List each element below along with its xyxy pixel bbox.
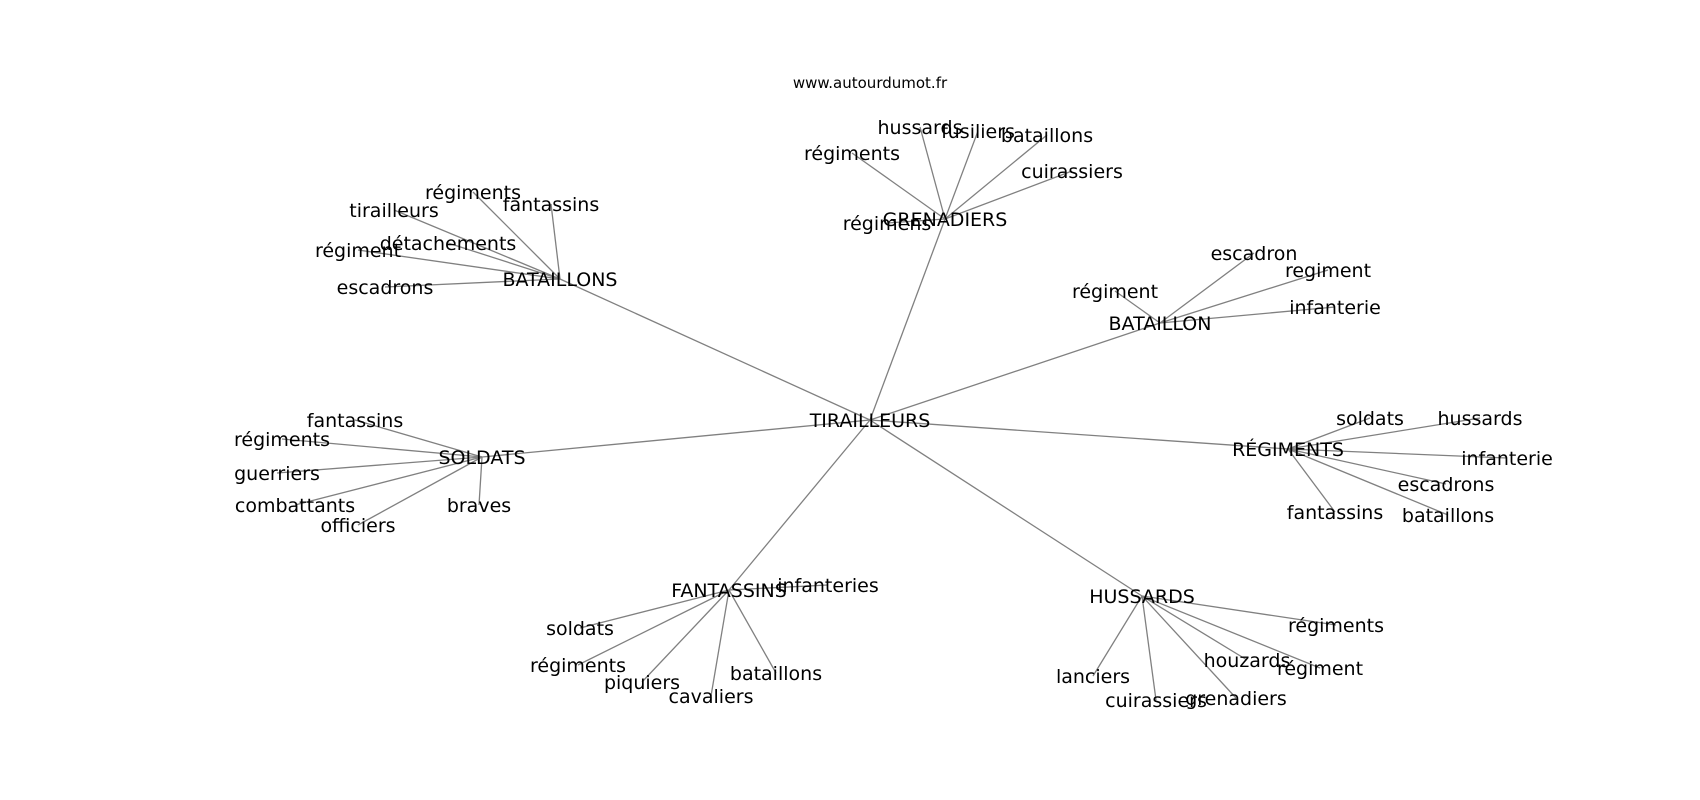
edge-0-4 (944, 170, 1073, 220)
leaf-node-label: régiments (804, 143, 900, 165)
leaf-node-label: soldats (546, 618, 614, 640)
leaf-node-label: tirailleurs (349, 200, 438, 222)
leaf-node-label: escadrons (1398, 474, 1495, 496)
leaf-node-label: grenadiers (1185, 688, 1287, 710)
leaf-node-label: régiments (530, 655, 626, 677)
cluster-node-label: SOLDATS (438, 447, 525, 469)
leaf-node-label: lanciers (1056, 666, 1130, 688)
edge-5-1 (579, 589, 730, 629)
leaf-node-label: fantassins (503, 194, 599, 216)
edge-4-5 (1287, 448, 1449, 516)
edge-center-1 (559, 278, 871, 421)
edge-1-3 (447, 242, 561, 280)
center-node-label: TIRAILLEURS (809, 410, 931, 432)
edge-2-1 (1159, 269, 1329, 324)
edge-5-3 (641, 589, 730, 683)
edge-center-3 (481, 419, 871, 458)
cluster-node-label: BATAILLON (1109, 313, 1212, 335)
leaf-node-label: infanterie (1289, 297, 1381, 319)
leaf-node-label: fantassins (307, 410, 403, 432)
edge-4-4 (1287, 448, 1336, 513)
edge-1-1 (550, 203, 561, 280)
edge-1-2 (393, 209, 561, 280)
edge-2-3 (1159, 306, 1336, 324)
leaf-node-label: escadrons (337, 277, 434, 299)
edge-2-0 (1159, 252, 1255, 324)
edge-6-1 (1141, 595, 1248, 661)
leaf-node-label: régimens (843, 213, 932, 235)
watermark-text: www.autourdumot.fr (793, 74, 948, 92)
edge-4-3 (1287, 448, 1447, 485)
leaf-node-label: cuirassiers (1021, 161, 1123, 183)
edge-6-4 (1141, 595, 1157, 701)
leaf-node-label: régiment (1072, 281, 1158, 303)
leaf-node-label: guerriers (234, 463, 320, 485)
edge-5-2 (577, 589, 730, 666)
edge-center-5 (728, 419, 871, 591)
leaf-node-label: infanteries (777, 575, 879, 597)
leaf-node-label: régiment (315, 240, 401, 262)
edge-3-5 (478, 456, 483, 506)
leaf-node-label: détachements (380, 233, 517, 255)
leaf-node-label: régiments (234, 429, 330, 451)
leaf-node-label: bataillons (1001, 125, 1093, 147)
edge-6-3 (1092, 595, 1143, 677)
leaf-node-label: cavaliers (669, 686, 754, 708)
edge-0-1 (944, 130, 979, 220)
edge-center-4 (869, 419, 1289, 450)
edge-1-5 (384, 278, 561, 288)
edge-3-1 (281, 438, 483, 458)
edge-6-0 (1141, 595, 1337, 626)
leaf-node-label: fusiliers (941, 121, 1015, 143)
edge-0-2 (944, 134, 1048, 220)
leaf-node-label: houzards (1204, 650, 1291, 672)
leaf-node-label: regiment (1285, 260, 1371, 282)
edge-4-2 (1287, 448, 1508, 459)
edge-3-2 (276, 456, 483, 474)
edge-5-5 (728, 589, 777, 674)
edge-1-4 (357, 249, 561, 280)
edge-center-2 (869, 322, 1161, 421)
cluster-node-label: RÉGIMENTS (1232, 438, 1344, 461)
edge-4-0 (1287, 417, 1371, 450)
cluster-node-label: FANTASSINS (671, 580, 787, 602)
edge-3-3 (294, 456, 483, 506)
leaf-node-label: régiments (425, 182, 521, 204)
edge-3-0 (354, 419, 483, 458)
edge-6-5 (1141, 595, 1237, 699)
cluster-node-label: BATAILLONS (502, 269, 617, 291)
leaf-node-label: bataillons (1402, 505, 1494, 527)
edge-0-3 (851, 152, 946, 220)
leaf-node-label: hussards (878, 117, 963, 139)
leaf-node-label: fantassins (1287, 502, 1383, 524)
edge-0-5 (886, 218, 946, 224)
leaf-node-label: hussards (1438, 408, 1523, 430)
edges (276, 126, 1508, 701)
leaf-node-label: escadron (1211, 243, 1298, 265)
edge-5-4 (710, 589, 730, 697)
leaf-node-label: soldats (1336, 408, 1404, 430)
edge-0-0 (919, 126, 946, 220)
leaf-node-label: braves (447, 495, 511, 517)
edge-1-0 (472, 191, 561, 280)
edge-center-0 (869, 218, 946, 421)
leaf-node-label: infanterie (1461, 448, 1553, 470)
leaf-node-label: bataillons (730, 663, 822, 685)
leaf-node-label: cuirassiers (1105, 690, 1207, 712)
edge-3-4 (357, 456, 483, 526)
leaf-node-label: régiments (1288, 615, 1384, 637)
edge-5-0 (728, 584, 829, 591)
cluster-node-label: GRENADIERS (883, 209, 1008, 231)
leaf-node-label: piquiers (604, 672, 680, 694)
node-labels: TIRAILLEURSGRENADIERShussardsfusiliersba… (234, 117, 1553, 712)
edge-4-1 (1287, 417, 1481, 450)
leaf-node-label: combattants (235, 495, 355, 517)
cluster-node-label: HUSSARDS (1089, 586, 1195, 608)
leaf-node-label: régiment (1277, 658, 1363, 680)
edge-center-6 (869, 419, 1143, 597)
edge-2-2 (1114, 290, 1161, 324)
leaf-node-label: officiers (320, 515, 395, 537)
edge-6-2 (1141, 595, 1321, 669)
